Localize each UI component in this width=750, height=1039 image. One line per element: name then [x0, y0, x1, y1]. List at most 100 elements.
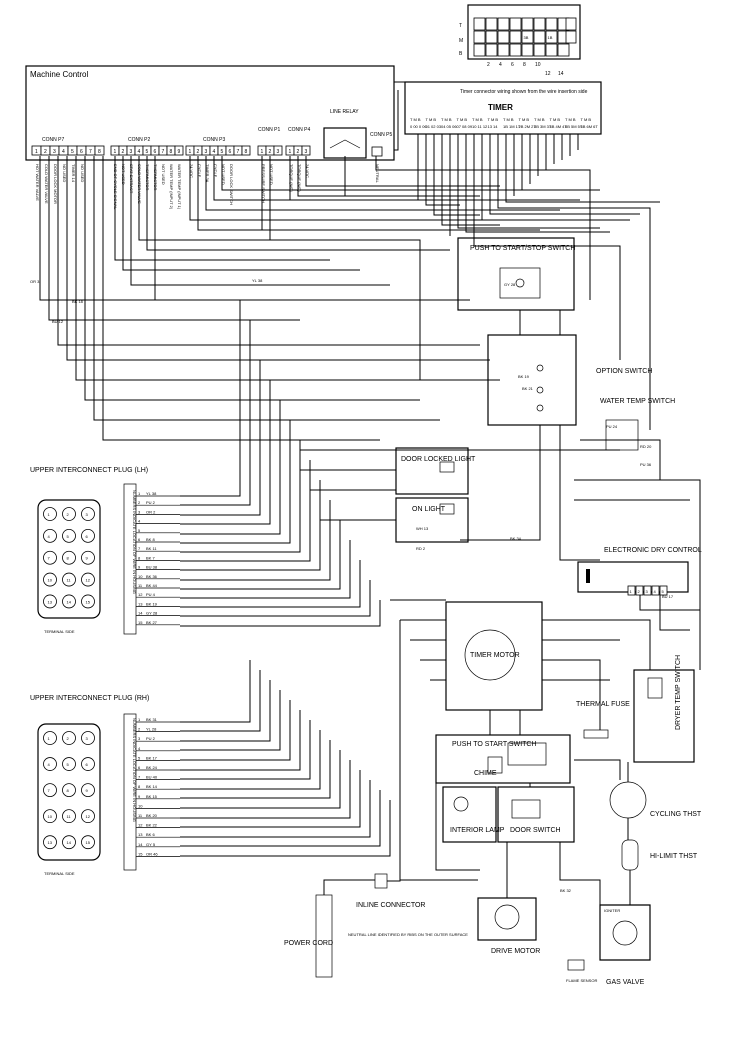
- conn-p4-signal-label: TORQUE (N/C): [297, 164, 302, 192]
- conn-p3-pin-number: 2: [197, 149, 200, 155]
- wire-label-rd20: RD 20: [640, 444, 652, 449]
- plug-wire-label: YL 28: [146, 727, 157, 732]
- wire-run: [213, 156, 580, 201]
- plug-cavity-number: 8: [67, 788, 70, 793]
- grid-col-8: 8: [523, 62, 526, 68]
- grid-cell: [533, 30, 546, 44]
- conn-p3-pin-number: 1: [189, 149, 192, 155]
- option-switch: OPTION SWITCH: [487, 334, 652, 426]
- wire-run: [180, 500, 331, 581]
- on-light: ON LIGHT: [395, 497, 469, 543]
- push-to-start-label: PUSH TO START SWITCH: [452, 741, 537, 748]
- wire-run: [180, 560, 361, 608]
- door-switch: DOOR SWITCH: [497, 786, 575, 843]
- grid-cell: [485, 43, 498, 57]
- dryer-temp-switch: DRYER TEMP SWITCH: [633, 655, 695, 763]
- plug-cavity-number: 3: [86, 512, 89, 517]
- wire-run: [189, 156, 520, 221]
- push-start-stop-switch: PUSH TO START/STOP SWITCH: [457, 237, 575, 311]
- conn-p3-pin-number: 3: [205, 149, 208, 155]
- conn-p7-signal-label: DOOR LOCK MOTOR: [53, 164, 58, 204]
- wire-run: [180, 420, 291, 544]
- timer-motor: TIMER MOTOR: [445, 601, 543, 711]
- power-cord-label: POWER CORD: [284, 940, 333, 947]
- grid-cell: [473, 17, 486, 31]
- wire-run: [375, 156, 591, 300]
- power-cord-note: NEUTRAL LINE IDENTIFIED BY RIBS ON THE O…: [348, 932, 468, 937]
- wire-run: [481, 134, 630, 221]
- timer-terminal-numbers: 13 14: [488, 124, 499, 129]
- wire-run: [180, 400, 281, 535]
- plug-wire-label: BK 24: [146, 765, 158, 770]
- conn-p3-signal-label: 24 VDC: [189, 164, 194, 178]
- conn-p3-pin-number: 6: [229, 149, 232, 155]
- plug-cavity-number: 11: [67, 814, 72, 819]
- timer-terminal-letters: T M B: [519, 117, 530, 122]
- conn-p5-signal-label: NEUTRAL: [375, 164, 380, 183]
- thermal-fuse: THERMAL FUSE: [576, 701, 630, 739]
- plug-wire-position: 8: [138, 555, 141, 560]
- wire-run: [221, 156, 600, 191]
- dry-control-pin-number: 2: [638, 589, 641, 594]
- wire-run: [417, 134, 440, 201]
- conn-p2-pin-number: 4: [138, 149, 141, 155]
- grid-cell: [545, 43, 558, 57]
- wire-run: [180, 580, 371, 617]
- igniter-label: IGNITER: [604, 908, 620, 913]
- inline-connector: INLINE CONNECTOR: [356, 873, 426, 909]
- timer-terminal-letters: T M B: [441, 117, 452, 122]
- wire-run: [559, 842, 601, 905]
- plug-wire-position: 14: [138, 611, 143, 616]
- wire-run: [639, 590, 700, 611]
- line-relay-label: LINE RELAY: [330, 109, 359, 115]
- plug-wire-position: 12: [138, 592, 143, 597]
- plug-cavity: [43, 528, 57, 543]
- plug-wire-position: 13: [138, 601, 143, 606]
- plug-cavity: [81, 572, 95, 587]
- wire-run: [580, 439, 661, 480]
- timer-terminal-letters: T M B: [426, 117, 437, 122]
- plug-wire-position: 10: [138, 574, 143, 579]
- timer-terminal-numbers: 5B 5M 5T: [565, 124, 583, 129]
- wire-run: [559, 425, 600, 561]
- plug-cavity: [62, 731, 76, 745]
- conn-p3-signal-label: TIMER 3A: [205, 164, 210, 183]
- plug-wire-position: 2: [138, 500, 141, 505]
- wire-run: [180, 480, 321, 571]
- plug-cavity: [62, 594, 76, 609]
- timer-terminal-letters: T M B: [534, 117, 545, 122]
- plug-lh-housing: [37, 499, 101, 619]
- plug-cavity-number: 7: [48, 556, 51, 561]
- grid-cell-label: 3B: [524, 35, 529, 40]
- timer-motor-symbol: [464, 629, 516, 681]
- wire-harness: [39, 81, 701, 905]
- plug-wire-label: GY 28: [146, 611, 158, 616]
- wire-run: [465, 134, 610, 233]
- conn-p1-pin-number: 1: [261, 149, 264, 155]
- plug-wire-position: 9: [138, 565, 141, 570]
- plug-lh-strip: [123, 483, 137, 635]
- plug-cavity: [43, 783, 57, 797]
- grid-cell: [473, 30, 486, 44]
- plug-wire-label: BU 38: [146, 565, 158, 570]
- wire-run: [505, 134, 660, 203]
- timer-terminal-letters: T M B: [488, 117, 499, 122]
- conn-p2-pin-number: 8: [170, 149, 173, 155]
- on-light-label: ON LIGHT: [412, 506, 446, 513]
- wire-label-wh13: WH 13: [416, 526, 429, 531]
- wire-run: [574, 759, 621, 780]
- conn-p3-pin-cell: [241, 145, 251, 156]
- plug-cavity-number: 9: [86, 788, 89, 793]
- plug-cavity: [62, 550, 76, 565]
- grid-cell: [473, 43, 486, 57]
- plug-cavity: [81, 809, 95, 824]
- wire-label-pu24: PU 24: [606, 424, 618, 429]
- plug-cavity: [43, 731, 57, 745]
- conn-p7-pin-number: 3: [53, 149, 56, 155]
- dry-control-label: ELECTRONIC DRY CONTROL: [604, 547, 702, 554]
- plug-cavity-number: 8: [67, 556, 70, 561]
- plug-cavity-number: 14: [67, 599, 72, 604]
- timer-terminal-letters: T M B: [581, 117, 592, 122]
